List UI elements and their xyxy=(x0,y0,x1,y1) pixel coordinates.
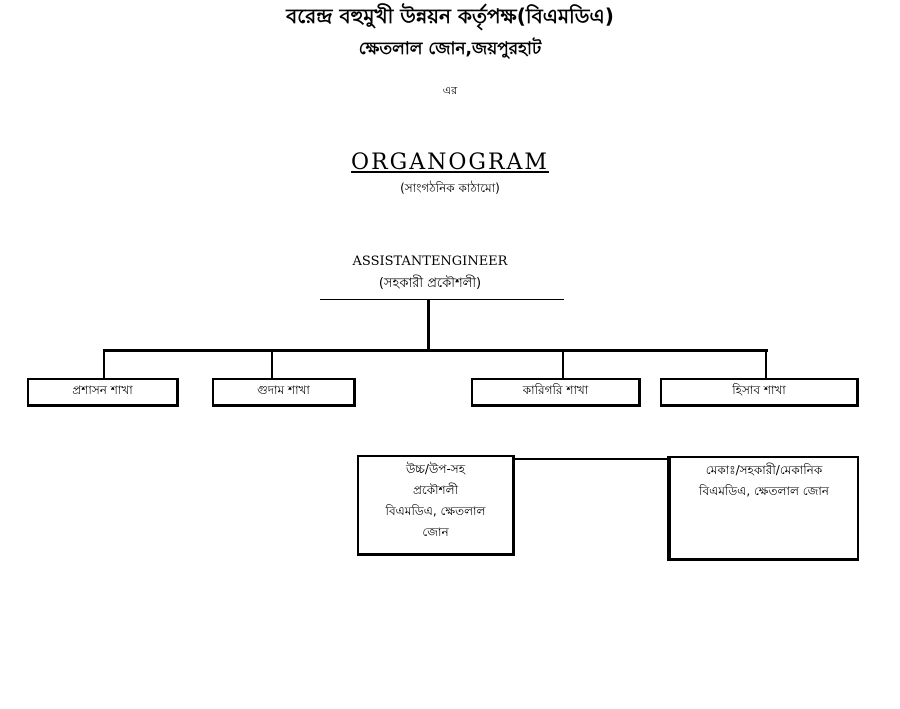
staff-text: প্রকৌশলী xyxy=(412,483,459,497)
organogram-heading-text: ORGANOGRAM xyxy=(351,150,549,175)
branch-accounts: হিসাব শাখা xyxy=(660,378,859,407)
root-node-title: ASSISTANTENGINEER xyxy=(352,254,508,269)
root-node-subtitle: (সহকারী প্রকৌশলী) xyxy=(378,276,482,291)
staff-text: বিএমডিএ, ক্ষেতলাল xyxy=(385,504,486,518)
branch-admin: প্রশাসন শাখা xyxy=(27,378,179,407)
branch-technical: কারিগরি শাখা xyxy=(471,378,641,407)
connector-branch xyxy=(765,350,767,378)
connector-branch xyxy=(562,350,564,378)
staff-text: জোন xyxy=(422,525,449,539)
connector-staff xyxy=(513,458,669,460)
staff-box-sub-engineer: উচ্চ/উপ-সহ প্রকৌশলী বিএমডিএ, ক্ষেতলাল জো… xyxy=(357,455,515,556)
connector-branch xyxy=(271,350,273,378)
branch-store: গুদাম শাখা xyxy=(212,378,356,407)
root-underline xyxy=(320,299,564,300)
staff-text: বিএমডিএ, ক্ষেতলাল জোন xyxy=(699,484,829,498)
staff-text: মেকাঃ/সহকারী/মেকানিক xyxy=(705,463,823,477)
connector-horizontal xyxy=(103,349,768,352)
org-subtitle: ক্ষেতলাল জোন,জয়পুরহাট xyxy=(358,39,542,59)
staff-box-mechanic: মেকাঃ/সহকারী/মেকানিক বিএমডিএ, ক্ষেতলাল জ… xyxy=(667,456,859,561)
organogram-subheading: (সাংগঠনিক কাঠামো) xyxy=(400,181,500,195)
organogram-heading: ORGANOGRAM xyxy=(0,150,900,175)
staff-text: উচ্চ/উপ-সহ xyxy=(405,462,466,476)
of-label: এর xyxy=(442,84,458,97)
connector-root xyxy=(427,300,430,351)
org-title: বরেন্দ্র বহুমুখী উন্নয়ন কর্তৃপক্ষ(বিএমড… xyxy=(286,4,614,28)
connector-branch xyxy=(103,350,105,378)
